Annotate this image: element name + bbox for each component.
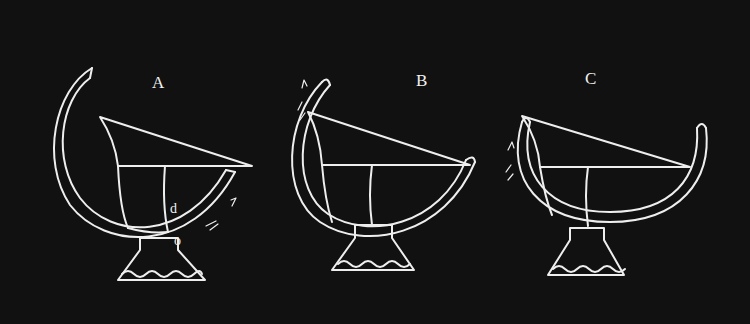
stand	[548, 228, 624, 275]
sector	[522, 116, 690, 167]
sector	[100, 117, 252, 166]
figure-c	[506, 116, 707, 275]
sector-edge	[118, 166, 128, 228]
part-letter: d	[170, 202, 177, 216]
sector-line	[164, 166, 168, 232]
sector-arc	[128, 228, 168, 233]
ring-outer	[292, 82, 475, 236]
ring-inner	[63, 78, 226, 227]
sector-line	[370, 165, 372, 225]
stand	[118, 238, 205, 280]
stand-wave	[553, 266, 625, 272]
ring-end	[522, 118, 706, 128]
sector-line	[586, 167, 588, 226]
sector-edge	[322, 165, 332, 222]
figure-letter: C	[585, 70, 596, 87]
ring-end	[90, 68, 92, 78]
motion-arrow	[298, 80, 307, 120]
part-letter: o	[174, 234, 181, 248]
sector-edge	[540, 167, 552, 215]
motion-arrow	[206, 198, 236, 230]
figure-b	[292, 80, 475, 270]
sector	[308, 112, 470, 165]
motion-arrow	[506, 142, 514, 180]
ring-outer	[518, 122, 707, 222]
ring-end	[322, 80, 475, 162]
stand-wave	[122, 271, 202, 277]
ring-end	[226, 170, 235, 172]
stand-wave	[338, 261, 410, 267]
figure-letter: A	[152, 74, 164, 91]
figure-a	[54, 68, 252, 280]
figure-letter: B	[416, 72, 427, 89]
